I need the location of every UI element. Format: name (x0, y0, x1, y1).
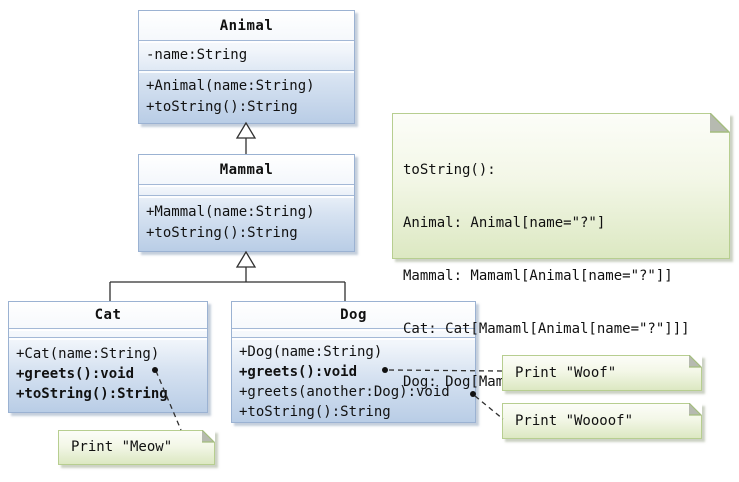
class-mammal: Mammal +Mammal(name:String) +toString():… (138, 154, 355, 252)
method-row: +greets(another:Dog):void (239, 384, 450, 400)
method-row: +greets():void (16, 366, 135, 382)
note-text: Print "Woof" (515, 365, 617, 381)
class-title-mammal: Mammal (139, 155, 354, 185)
note-meow: Print "Meow" (58, 430, 215, 465)
note-text: Print "Woooof" (515, 413, 634, 429)
note-line: Cat: Cat[Mamaml[Animal[name="?"]]] (403, 321, 690, 337)
class-dog: Dog +Dog(name:String) +greets():void +gr… (231, 301, 476, 423)
generalization-arrowhead-animal (235, 121, 257, 139)
method-row: +Cat(name:String) (16, 346, 160, 362)
attributes-compartment-dog (232, 328, 475, 338)
method-row: +Mammal(name:String) (146, 204, 315, 220)
method-row: +toString():String (16, 386, 168, 402)
note-tostring: toString(): Animal: Animal[name="?"] Mam… (392, 113, 730, 390)
attributes-compartment-animal: -name:String (139, 40, 354, 71)
generalization-arrowhead-mammal (235, 250, 257, 268)
method-row: +Dog(name:String) (239, 344, 383, 360)
note-line: toString(): (403, 162, 496, 178)
method-row: +greets():void (239, 364, 358, 380)
note-fold-icon (202, 430, 215, 443)
methods-compartment-cat: +Cat(name:String) +greets():void +toStri… (9, 337, 207, 412)
class-animal: Animal -name:String +Animal(name:String)… (138, 10, 355, 124)
note-text: Print "Meow" (71, 439, 173, 455)
note-woooof: Print "Woooof" (502, 403, 702, 439)
method-row: +toString():String (146, 99, 298, 115)
note-fold-icon (710, 113, 730, 133)
attributes-compartment-mammal (139, 184, 354, 196)
note-woof: Print "Woof" (502, 355, 702, 391)
attribute-row: -name:String (146, 47, 248, 63)
methods-compartment-mammal: +Mammal(name:String) +toString():String (139, 195, 354, 251)
class-title-animal: Animal (139, 11, 354, 41)
method-row: +toString():String (239, 404, 391, 420)
note-line: Mammal: Mamaml[Animal[name="?"]] (403, 268, 673, 284)
methods-compartment-dog: +Dog(name:String) +greets():void +greets… (232, 337, 475, 422)
methods-compartment-animal: +Animal(name:String) +toString():String (139, 70, 354, 123)
note-fold-icon (689, 355, 702, 368)
note-fold-icon (689, 403, 702, 416)
method-row: +toString():String (146, 225, 298, 241)
class-cat: Cat +Cat(name:String) +greets():void +to… (8, 301, 208, 413)
method-row: +Animal(name:String) (146, 78, 315, 94)
class-title-cat: Cat (9, 302, 207, 329)
attributes-compartment-cat (9, 328, 207, 338)
note-line: Animal: Animal[name="?"] (403, 215, 606, 231)
